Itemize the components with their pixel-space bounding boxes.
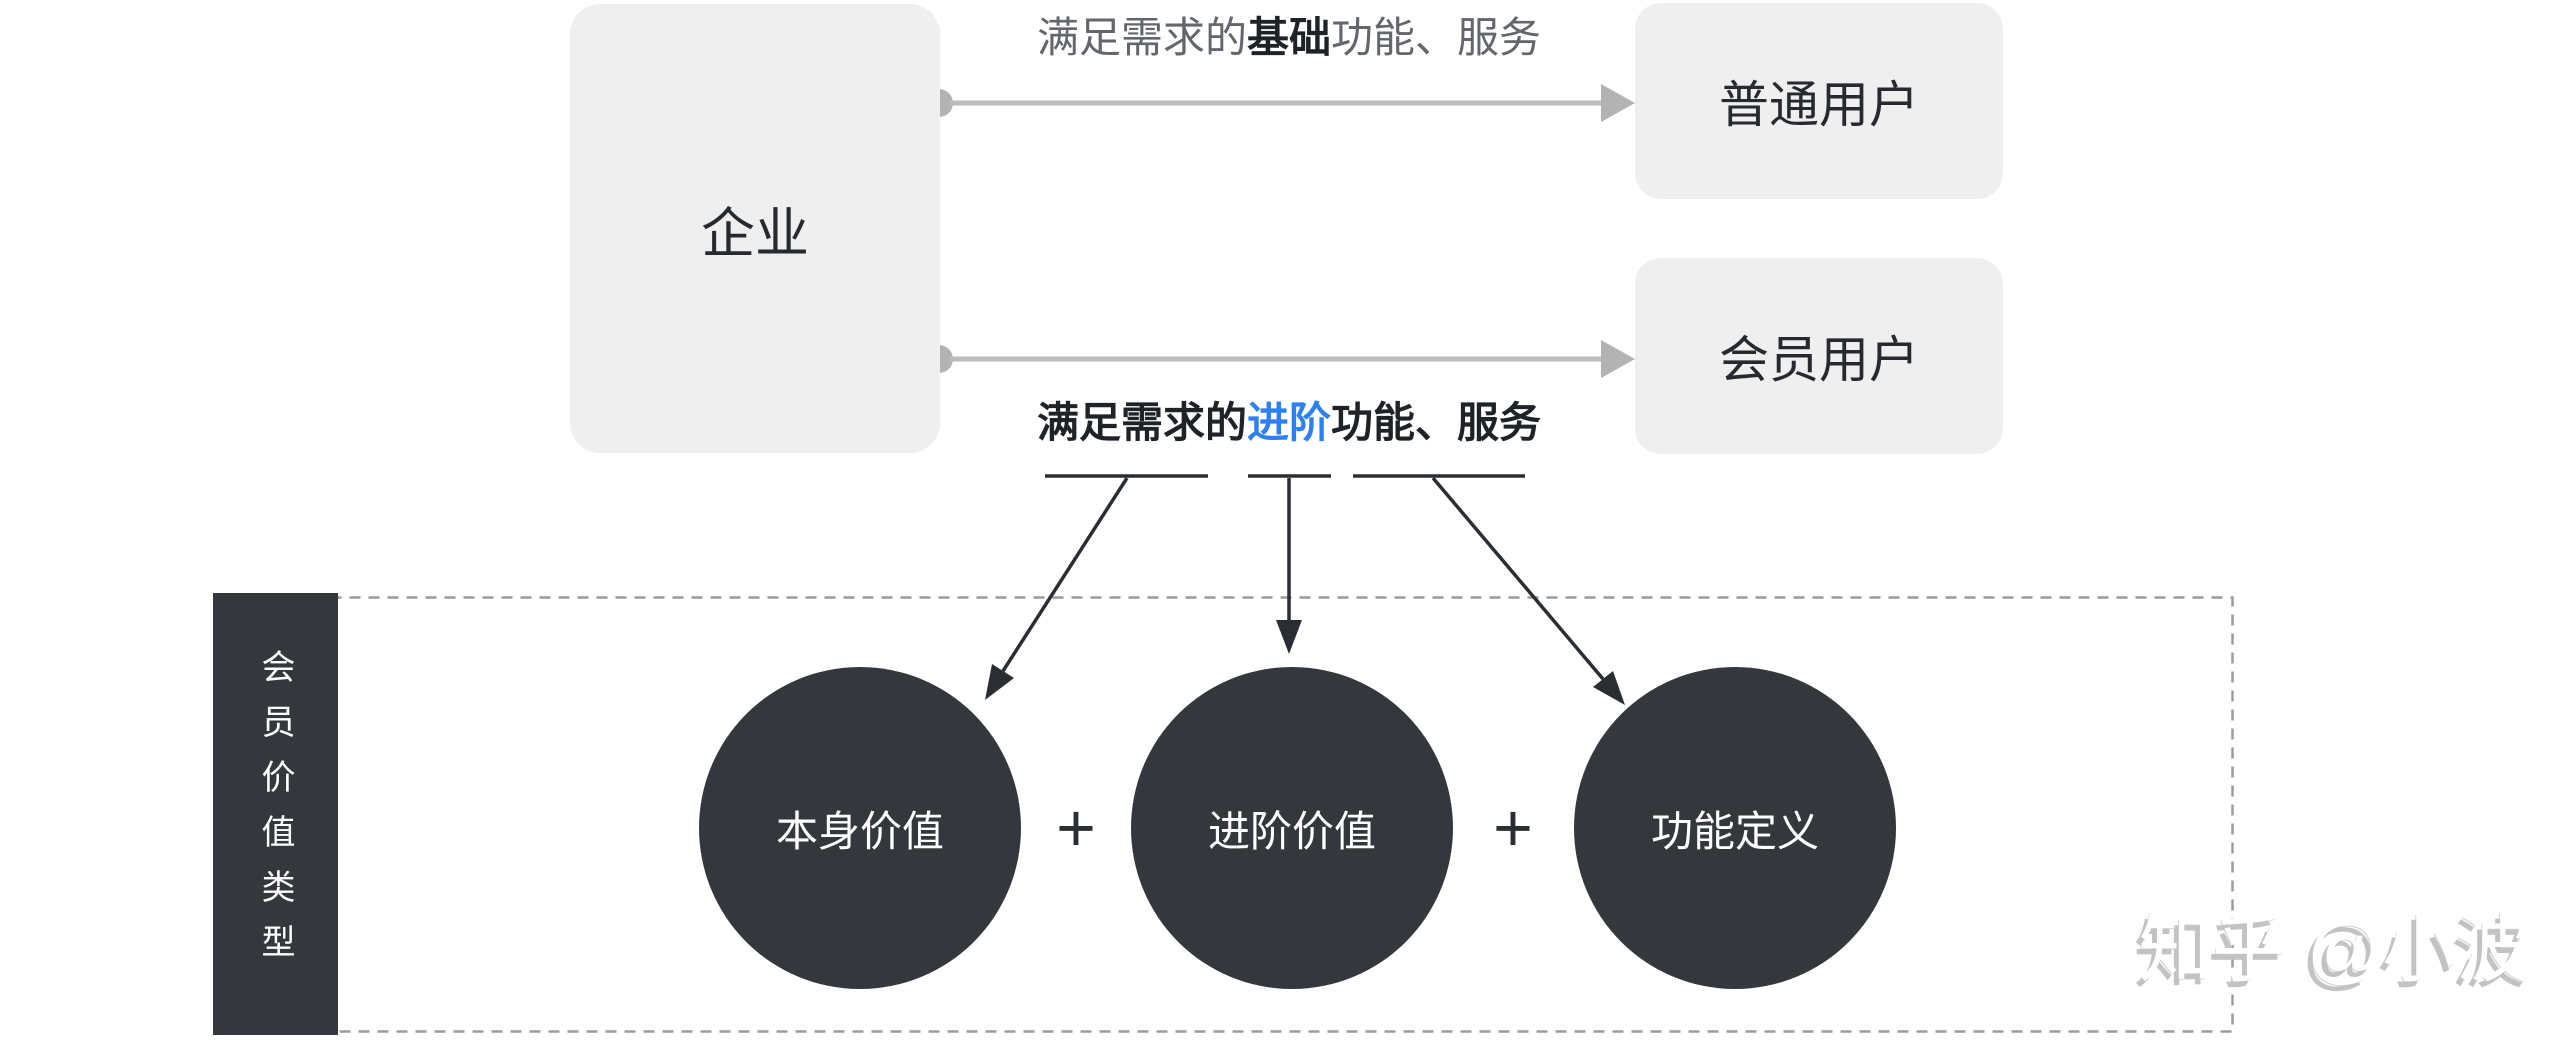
regular-user-label: 普通用户 [1719,77,1919,133]
edge-label-advanced-prefix: 满足需求的 [1036,399,1247,446]
arrow-line-to-circle-3 [1431,476,1605,681]
edge-label-basic-suffix: 功能、服务 [1331,14,1542,61]
member-user-node: 会员用户 [1635,258,2003,454]
arrowhead-to-circle-3-icon [1593,671,1625,705]
arrowhead-bottom-icon [1601,340,1635,378]
enterprise-node: 企业 [570,4,940,453]
value-circle-intrinsic: 本身价值 [699,667,1021,989]
edge-label-basic: 满足需求的基础功能、服务 [889,11,1689,65]
value-circle-function: 功能定义 [1574,667,1896,989]
value-circle-advanced-label: 进阶价值 [1207,807,1376,855]
member-user-label: 会员用户 [1719,332,1919,388]
edge-label-advanced-emphasis: 进阶 [1246,399,1331,446]
member-value-type-label: 会员价值类型 [256,649,294,979]
value-circle-advanced: 进阶价值 [1131,667,1453,989]
plus-sign-1: + [1056,790,1096,866]
value-circle-intrinsic-label: 本身价值 [775,807,944,855]
edge-label-advanced-suffix: 功能、服务 [1331,399,1542,446]
plus-sign-2: + [1493,790,1533,866]
arrowhead-to-circle-1-icon [985,664,1014,700]
value-circle-function-label: 功能定义 [1650,807,1819,855]
edge-label-basic-emphasis: 基础 [1246,14,1331,61]
arrowhead-top-icon [1601,84,1635,122]
arrow-line-to-circle-1 [1001,477,1129,672]
edge-label-advanced: 满足需求的进阶功能、服务 [889,396,1689,450]
member-value-type-bar: 会员价值类型 [213,593,338,1035]
regular-user-node: 普通用户 [1635,3,2003,199]
arrowhead-to-circle-2-icon [1276,620,1302,654]
zhihu-watermark: 知乎 @小波 [2138,908,2530,991]
edge-label-basic-prefix: 满足需求的 [1036,14,1247,61]
enterprise-label: 企业 [701,204,809,264]
